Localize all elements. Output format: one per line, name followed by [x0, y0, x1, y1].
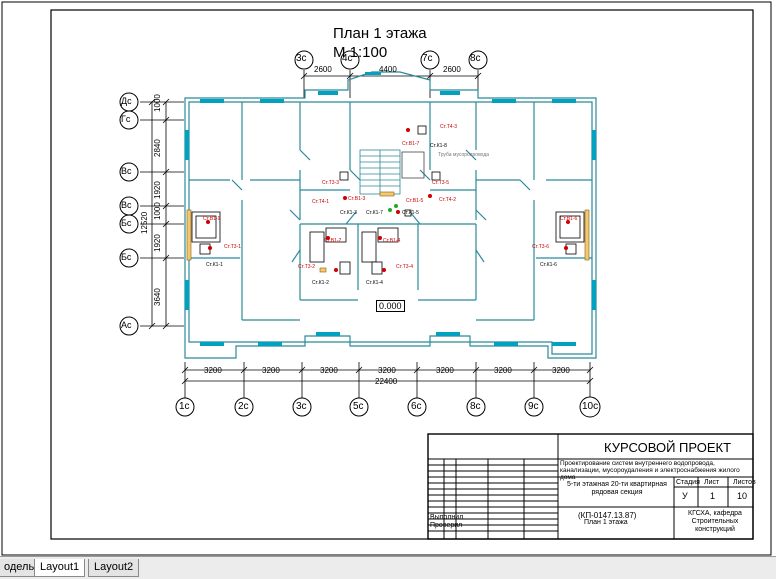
left-dim-1: 1000	[153, 94, 162, 112]
left-dim-5: 1920	[153, 234, 162, 252]
title-block-building: 5-ти этажная 20-ти квартирная рядовая се…	[567, 481, 667, 496]
riser-label: Ст.Т4-1	[312, 199, 330, 205]
bottom-dim-3: 3200	[320, 366, 338, 375]
title-block-sheets-label: Листов	[733, 479, 756, 486]
top-dim-2: 4400	[379, 65, 397, 74]
title-block-developed: Выполнил	[430, 514, 464, 521]
riser-markers	[206, 128, 570, 272]
top-dimension-chain	[300, 70, 482, 98]
bottom-dim-5: 3200	[436, 366, 454, 375]
top-dim-3: 2600	[443, 65, 461, 74]
left-dim-2: 2840	[153, 139, 162, 157]
riser-label: Ст.Т3-3	[322, 180, 340, 186]
axis-label-top-8c: 8с	[470, 53, 481, 64]
left-dimension-chain	[140, 98, 184, 330]
riser-label: Ст.Т3-4	[396, 264, 414, 270]
title-block-sheets-total: 10	[737, 491, 748, 501]
riser-label: Ст.В1-7	[402, 141, 420, 147]
bottom-dim-6: 3200	[494, 366, 512, 375]
trash-pipe-note: Труба мусоропровода	[438, 152, 490, 158]
axis-label-left-6: Бс	[121, 252, 132, 262]
level-mark: 0.000	[376, 300, 405, 312]
axis-label-bottom-5c: 5с	[353, 401, 364, 412]
axis-label-left-4: Вс	[121, 200, 132, 210]
top-axis-bubbles	[294, 50, 488, 70]
tab-layout1[interactable]: Layout1	[34, 559, 86, 577]
riser-label: Ст.Т3-5	[432, 180, 450, 186]
riser-label: Ст.Т3-1	[224, 244, 242, 250]
riser-label: Ст.Т3-6	[532, 244, 550, 250]
axis-label-left-1: Дс	[121, 96, 132, 106]
left-dim-3: 1920	[153, 181, 162, 199]
title-block-sheet-name: План 1 этажа	[584, 519, 628, 526]
riser-label: Ст.В1-6	[560, 216, 578, 222]
riser-label: Ст.В1-2	[324, 238, 342, 244]
title-block-subject: Проектирование систем внутреннего водопр…	[560, 460, 740, 481]
title-block-sheet-label: Лист	[704, 479, 720, 486]
bottom-dim-2: 3200	[262, 366, 280, 375]
riser-label: Ст.Т4-3	[440, 124, 458, 130]
title-block-main: КУРСОВОЙ ПРОЕКТ	[604, 440, 732, 455]
riser-label: Ст.Т4-2	[439, 197, 457, 203]
axis-label-left-7: Ас	[121, 320, 132, 330]
plan-scale: М 1:100	[333, 44, 388, 61]
left-axis-bubbles	[119, 92, 139, 336]
title-block-stage-label: Стадия	[676, 479, 700, 486]
axis-label-bottom-9c: 9с	[528, 401, 539, 412]
riser-label: Ст.К1-1	[206, 262, 223, 268]
riser-label: Ст.Т3-2	[298, 264, 316, 270]
title-block-code: (КП-0147.13.87)	[578, 511, 637, 520]
left-overall-dim: 12520	[140, 211, 149, 234]
riser-label: Ст.В1-4	[383, 238, 401, 244]
left-dim-6: 3640	[153, 288, 162, 306]
bottom-overall-dim: 22400	[375, 377, 398, 386]
title-block-org: КГСХА, кафедра Строительных конструкций	[688, 510, 742, 533]
axis-label-left-3: Вс	[121, 166, 132, 176]
tab-layout2[interactable]: Layout2	[88, 559, 140, 577]
riser-label: Ст.В1-3	[348, 196, 366, 202]
staircase	[359, 149, 425, 195]
building-walls	[184, 71, 597, 359]
axis-label-top-3c: 3с	[296, 53, 307, 64]
title-block-checked: Проверил	[430, 522, 463, 529]
riser-label: Ст.В1-1	[203, 216, 221, 222]
riser-label: Ст.К1-4	[366, 280, 383, 286]
axis-label-bottom-8c: 8с	[470, 401, 481, 412]
axis-label-bottom-1c: 1с	[179, 401, 190, 412]
title-block-stage: У	[682, 491, 688, 501]
plan-title: План 1 этажа	[333, 25, 427, 42]
bottom-axis-bubbles	[175, 396, 601, 418]
bathroom-tiles	[186, 191, 590, 273]
bottom-dim-7: 3200	[552, 366, 570, 375]
windows	[185, 72, 596, 346]
riser-label: Ст.К1-6	[540, 262, 557, 268]
bottom-dim-1: 3200	[204, 366, 222, 375]
bottom-dimension-chain	[181, 362, 594, 398]
riser-label: Ст.В1-5	[406, 198, 424, 204]
axis-label-bottom-3c: 3с	[296, 401, 307, 412]
riser-label: Ст.К1-7	[366, 210, 383, 216]
axis-label-bottom-6c: 6с	[411, 401, 422, 412]
water-markers	[388, 204, 398, 212]
layout-tab-bar: одель Layout1 Layout2	[0, 556, 776, 579]
left-dim-4: 1000	[153, 202, 162, 220]
bottom-dim-4: 3200	[378, 366, 396, 375]
floor-plan-drawing	[1, 1, 772, 556]
riser-label: Ст.К1-3	[340, 210, 357, 216]
axis-label-top-4c: 4с	[342, 53, 353, 64]
axis-label-bottom-2c: 2с	[238, 401, 249, 412]
riser-label: Ст.К1-2	[312, 280, 329, 286]
axis-label-bottom-10c: 10с	[582, 401, 599, 412]
axis-label-left-2: Гс	[121, 114, 131, 124]
tab-model[interactable]: одель	[0, 559, 41, 577]
axis-label-top-7c: 7с	[422, 53, 433, 64]
sanitary-fixtures	[191, 125, 585, 275]
title-block	[427, 433, 754, 540]
drawing-sheet: План 1 этажа М 1:100 3с 4с 7с 8с 2600 44…	[1, 1, 772, 556]
riser-label: Ст.К1-8	[430, 143, 447, 149]
top-dim-1: 2600	[314, 65, 332, 74]
title-block-sheet-no: 1	[710, 491, 716, 501]
axis-label-left-5: Бс	[121, 218, 132, 228]
riser-label: Ст.К1-5	[402, 210, 419, 216]
